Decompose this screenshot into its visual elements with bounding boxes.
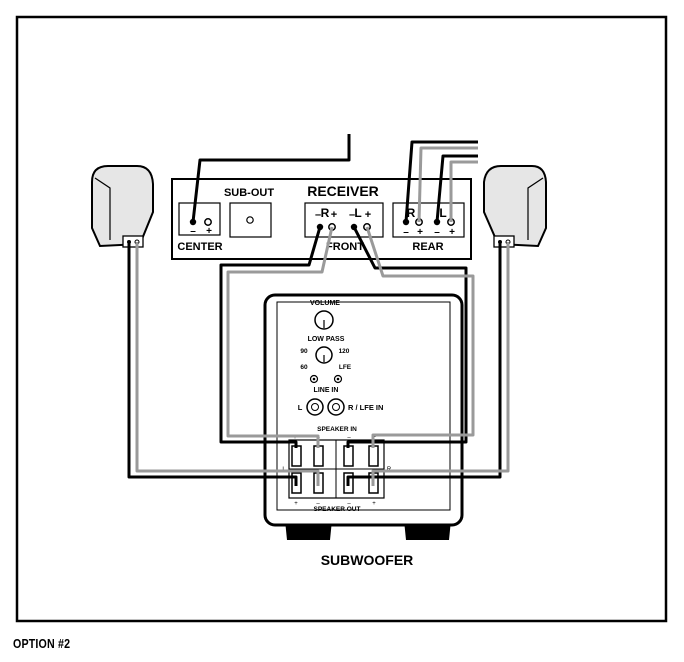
diagram-border [15, 15, 668, 623]
svg-text:+: + [294, 501, 298, 507]
svg-text:–: – [347, 435, 351, 441]
speaker-right [483, 165, 547, 248]
front-r-label: R [321, 206, 330, 220]
low-pass-label: LOW PASS [308, 336, 345, 343]
svg-text:–: – [403, 227, 409, 238]
svg-text:+: + [365, 209, 371, 221]
low-pass-lfe-label: LFE [339, 364, 352, 371]
receiver-title: RECEIVER [307, 183, 379, 199]
rear-r-label: R [407, 206, 416, 220]
svg-text:–: – [316, 501, 320, 507]
low-pass-120-label: 120 [339, 348, 350, 355]
speaker-wires [127, 134, 510, 486]
subwoofer-label: SUBWOOFER [321, 552, 414, 568]
svg-text:+: + [331, 209, 337, 221]
sub-out-label: SUB-OUT [224, 187, 274, 199]
speaker-left [91, 165, 154, 248]
svg-text:–: – [190, 226, 196, 237]
rear-label: REAR [412, 241, 443, 253]
line-in-label: LINE IN [314, 387, 339, 394]
svg-text:+: + [293, 435, 297, 441]
rear-l-label: L [439, 206, 446, 220]
front-l-label: L [354, 206, 361, 220]
volume-label: VOLUME [310, 300, 340, 307]
line-r-label: R / LFE IN [348, 403, 383, 412]
svg-text:–: – [315, 209, 321, 221]
speaker-out-label: SPEAKER OUT [314, 506, 361, 513]
center-label: CENTER [177, 241, 222, 253]
receiver: RECEIVER SUB-OUT – + CENTER – R + – L + … [171, 178, 472, 260]
sub-out-jack [246, 216, 254, 224]
center-terminal-box [178, 202, 221, 236]
speaker-in-label: SPEAKER IN [317, 426, 357, 433]
svg-text:+: + [372, 501, 376, 507]
low-pass-90-label: 90 [300, 348, 308, 355]
line-l-label: L [298, 403, 303, 412]
subwoofer: VOLUME LOW PASS 90 120 60 LFE LINE IN L … [263, 293, 464, 568]
svg-text:+: + [206, 226, 212, 237]
svg-text:–: – [434, 227, 440, 238]
option-caption: OPTION #2 [13, 636, 71, 651]
center-plus-terminal [204, 218, 212, 226]
svg-text:+: + [449, 227, 455, 238]
svg-text:–: – [347, 501, 351, 507]
svg-text:–: – [349, 209, 355, 221]
low-pass-60-label: 60 [300, 364, 308, 371]
front-label: FRONT [326, 241, 364, 253]
svg-text:+: + [417, 227, 423, 238]
